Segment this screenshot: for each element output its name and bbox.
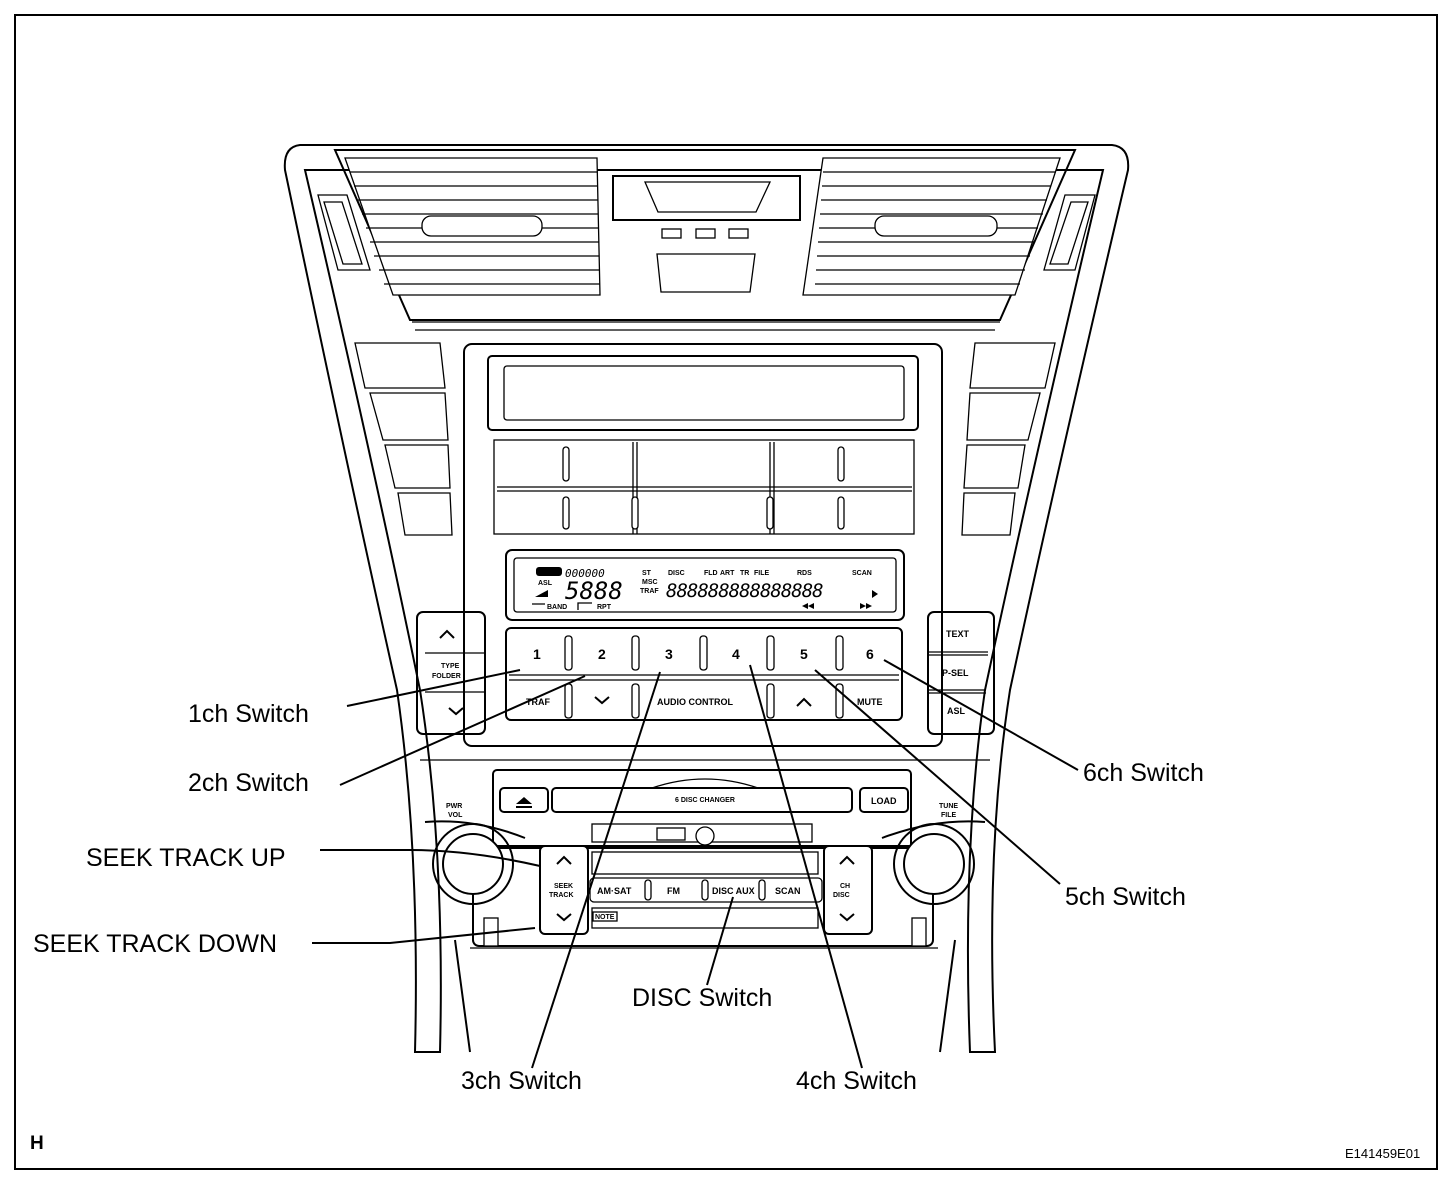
audio-control-label: AUDIO CONTROL <box>657 697 733 707</box>
scan-button[interactable]: SCAN <box>775 886 801 896</box>
type-folder-buttons[interactable] <box>416 611 486 735</box>
tune-label: TUNE <box>939 803 958 810</box>
figure-frame <box>14 14 1438 1170</box>
text-button[interactable]: TEXT <box>946 629 970 639</box>
label-3ch-switch: 3ch Switch <box>461 1067 582 1095</box>
preset-dividers <box>564 635 844 719</box>
ch-label: CH <box>840 883 850 890</box>
mute-button[interactable]: MUTE <box>857 697 883 707</box>
display-fld-text: FLD <box>704 570 718 577</box>
display-asl-text: ASL <box>538 580 553 587</box>
text-psel-asl-buttons <box>927 611 995 735</box>
disc-label: DISC <box>833 892 850 899</box>
traf-button[interactable]: TRAF <box>526 697 550 707</box>
asl-button[interactable]: ASL <box>947 706 966 716</box>
display-band-text: BAND <box>547 604 567 611</box>
display-traf-text: TRAF <box>640 588 659 595</box>
display-disc-text: DISC <box>668 570 685 577</box>
label-4ch-switch: 4ch Switch <box>796 1067 917 1095</box>
display-segments: 888888888888888 <box>666 580 823 602</box>
air-vent-area <box>317 149 1096 331</box>
audio-up-icon[interactable] <box>796 697 812 707</box>
am-sat-button[interactable]: AM·SAT <box>597 886 632 896</box>
preset-3-button[interactable]: 3 <box>665 646 673 662</box>
load-button[interactable]: LOAD <box>871 796 897 806</box>
tune-file-knob[interactable] <box>881 820 986 1053</box>
display-frequency: 5888 <box>565 577 623 605</box>
file-label: FILE <box>941 812 956 819</box>
display-st-text: ST <box>642 570 652 577</box>
label-2ch-switch: 2ch Switch <box>188 769 309 797</box>
figure-code: E141459E01 <box>1345 1146 1420 1161</box>
label-1ch-switch: 1ch Switch <box>188 700 309 728</box>
corner-letter: H <box>30 1133 44 1154</box>
ch-down-icon[interactable] <box>839 913 855 922</box>
vol-label: VOL <box>448 812 463 819</box>
seek-down-icon[interactable] <box>556 913 572 922</box>
display-scan-text: SCAN <box>852 570 872 577</box>
display-msc-text: MSC <box>642 579 658 586</box>
center-console <box>463 343 943 747</box>
source-button-dividers <box>644 879 766 901</box>
display-bars: 000000 <box>565 567 605 580</box>
display-rpt-text: RPT <box>597 604 612 611</box>
disc-aux-button[interactable]: DISC AUX <box>712 886 755 896</box>
display-rds-text: RDS <box>797 570 812 577</box>
label-5ch-switch: 5ch Switch <box>1065 883 1186 911</box>
label-6ch-switch: 6ch Switch <box>1083 759 1204 787</box>
fm-button[interactable]: FM <box>667 886 680 896</box>
type-folder-label-2: FOLDER <box>432 673 461 680</box>
lcd-display: ASL 5888 000000 ST MSC TRAF DISC FLD ART… <box>505 549 905 621</box>
preset-2-button[interactable]: 2 <box>598 646 606 662</box>
type-folder-label: TYPE <box>441 663 460 670</box>
preset-6-button[interactable]: 6 <box>866 646 874 662</box>
leader-lines <box>312 659 1079 1069</box>
seek-up-icon[interactable] <box>556 855 572 865</box>
display-file-text: FILE <box>754 570 769 577</box>
disc-changer-label: 6 DISC CHANGER <box>675 797 735 804</box>
preset-1-button[interactable]: 1 <box>533 646 541 662</box>
seek-label: SEEK <box>554 883 573 890</box>
note-label: NOTE <box>595 914 615 921</box>
preset-5-button[interactable]: 5 <box>800 646 808 662</box>
preset-4-button[interactable]: 4 <box>732 646 740 662</box>
display-art-text: ART <box>720 570 735 577</box>
label-seek-track-down: SEEK TRACK DOWN <box>33 930 277 958</box>
track-label: TRACK <box>549 892 574 899</box>
label-disc-switch: DISC Switch <box>632 984 772 1012</box>
display-tr-text: TR <box>740 570 749 577</box>
lower-panel <box>420 759 990 947</box>
ch-up-icon[interactable] <box>839 855 855 865</box>
audio-down-icon[interactable] <box>594 696 610 705</box>
pwr-label: PWR <box>446 803 462 810</box>
side-slats <box>354 342 1056 536</box>
label-seek-track-up: SEEK TRACK UP <box>86 844 286 872</box>
preset-button-bank <box>505 627 903 721</box>
p-sel-button[interactable]: P-SEL <box>942 668 969 678</box>
